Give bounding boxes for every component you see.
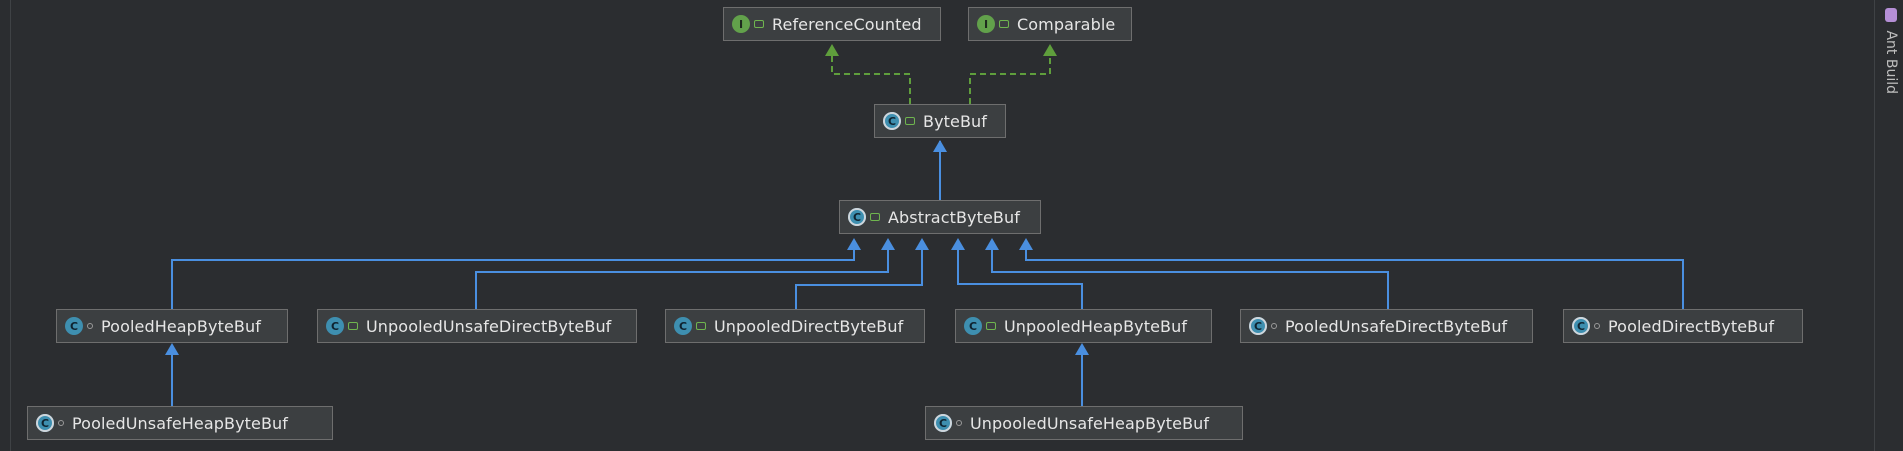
package-private-icon [58,420,64,426]
edge-unpooled-unsafe-direct-to-abstract [475,241,889,309]
edge-pooled-unsafe-heap-to-pooled-heap-arrowhead [165,343,179,355]
public-lock-icon [905,117,915,125]
node-unpooled-unsafe-direct-bytebuf[interactable]: C UnpooledUnsafeDirectByteBuf [317,309,637,343]
public-lock-icon [348,322,358,330]
node-label: Comparable [1017,14,1116,34]
node-label: ReferenceCounted [772,14,922,34]
editor-left-border [10,0,11,451]
interface-icon: I [977,15,995,33]
package-private-icon [1271,323,1277,329]
public-lock-icon [696,322,706,330]
node-unpooled-direct-bytebuf[interactable]: C UnpooledDirectByteBuf [665,309,925,343]
node-pooled-heap-bytebuf[interactable]: C PooledHeapByteBuf [56,309,288,343]
node-label: PooledUnsafeHeapByteBuf [72,413,289,433]
node-bytebuf[interactable]: C ByteBuf [874,104,1006,138]
right-tool-window-bar: Ant Build [1874,0,1903,451]
ant-build-label: Ant Build [1883,30,1899,94]
edge-pooled-unsafe-direct-to-abstract-arrowhead [985,238,999,250]
public-lock-icon [999,20,1009,28]
node-label: PooledUnsafeDirectByteBuf [1285,316,1508,336]
class-icon: C [65,317,83,335]
edge-pooled-heap-to-abstract [171,241,855,309]
package-private-icon [87,323,93,329]
edge-bytebuf-reference-counted [831,45,911,104]
node-label: UnpooledUnsafeDirectByteBuf [366,316,612,336]
package-private-icon [1594,323,1600,329]
node-pooled-unsafe-direct-bytebuf[interactable]: C PooledUnsafeDirectByteBuf [1240,309,1533,343]
interface-icon: I [732,15,750,33]
abstract-class-icon: C [848,208,866,226]
node-pooled-unsafe-heap-bytebuf[interactable]: C PooledUnsafeHeapByteBuf [27,406,333,440]
node-label: ByteBuf [923,111,988,131]
class-icon: C [326,317,344,335]
node-label: UnpooledDirectByteBuf [714,316,904,336]
public-lock-icon [754,20,764,28]
edge-bytebuf-reference-counted-arrowhead [825,44,839,56]
edge-unpooled-unsafe-direct-to-abstract-arrowhead [881,238,895,250]
abstract-class-icon: C [883,112,901,130]
node-unpooled-heap-bytebuf[interactable]: C UnpooledHeapByteBuf [955,309,1212,343]
node-comparable[interactable]: I Comparable [968,7,1132,41]
package-private-icon [956,420,962,426]
class-icon: C [674,317,692,335]
node-label: UnpooledUnsafeHeapByteBuf [970,413,1210,433]
final-class-icon: C [934,414,952,432]
edge-pooled-direct-to-abstract-arrowhead [1019,238,1033,250]
ant-build-tool-button[interactable]: Ant Build [1883,8,1899,94]
edge-bytebuf-comparable-arrowhead [1043,44,1057,56]
node-label: UnpooledHeapByteBuf [1004,316,1188,336]
edge-unpooled-direct-to-abstract [795,241,923,309]
edge-abstract-bytebuf-bytebuf-arrowhead [933,140,947,152]
edge-unpooled-heap-to-abstract-arrowhead [951,238,965,250]
node-abstract-bytebuf[interactable]: C AbstractByteBuf [839,200,1041,234]
node-pooled-direct-bytebuf[interactable]: C PooledDirectByteBuf [1563,309,1803,343]
node-unpooled-unsafe-heap-bytebuf[interactable]: C UnpooledUnsafeHeapByteBuf [925,406,1243,440]
ant-icon [1885,8,1897,22]
final-class-icon: C [1249,317,1267,335]
edge-pooled-heap-to-abstract-arrowhead [847,238,861,250]
node-reference-counted[interactable]: I ReferenceCounted [723,7,941,41]
edge-unpooled-unsafe-heap-to-unpooled-heap-arrowhead [1075,343,1089,355]
final-class-icon: C [36,414,54,432]
edge-unpooled-heap-to-abstract [957,241,1083,309]
edge-pooled-unsafe-direct-to-abstract [991,241,1389,309]
class-icon: C [964,317,982,335]
node-label: PooledHeapByteBuf [101,316,261,336]
final-class-icon: C [1572,317,1590,335]
node-label: PooledDirectByteBuf [1608,316,1775,336]
public-lock-icon [986,322,996,330]
node-label: AbstractByteBuf [888,207,1020,227]
public-lock-icon [870,213,880,221]
edge-pooled-direct-to-abstract [1025,241,1684,309]
edge-unpooled-direct-to-abstract-arrowhead [915,238,929,250]
edge-bytebuf-comparable [969,45,1051,104]
